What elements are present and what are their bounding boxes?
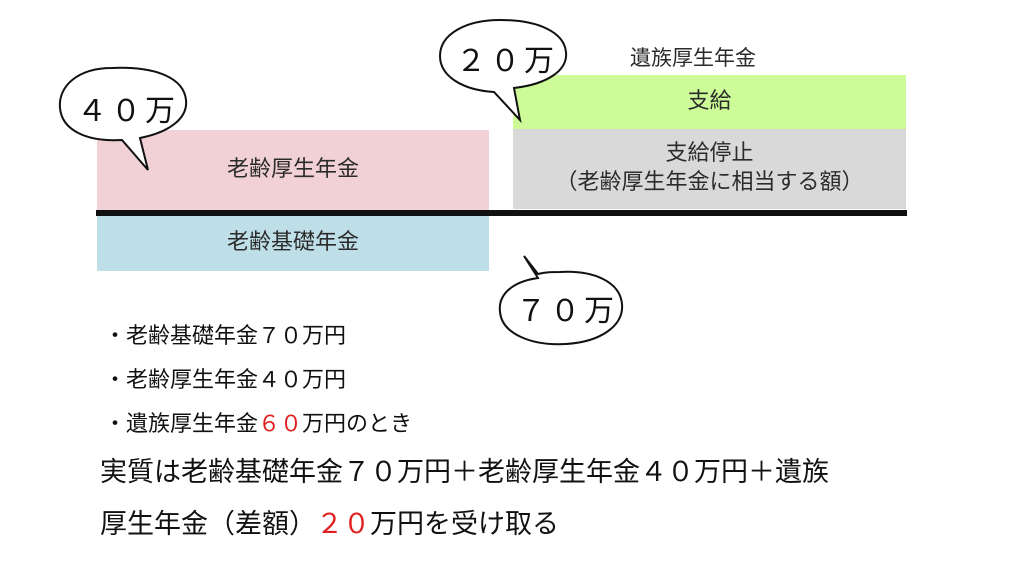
- old-age-employee-label: 老齢厚生年金: [226, 156, 359, 182]
- note-basic-pension: ・老齢基礎年金７０万円: [104, 324, 347, 349]
- note-survivor-suffix: 万円のとき: [302, 412, 413, 437]
- note-survivor-prefix: ・遺族厚生年金: [104, 412, 259, 437]
- survivor-paid-label: 支給: [687, 88, 732, 114]
- baseline-divider: [96, 210, 907, 216]
- bubble-70-text: ７０万: [516, 294, 618, 329]
- old-age-employee-block: 老齢厚生年金: [97, 130, 489, 210]
- summary-line2-prefix: 厚生年金（差額）: [100, 509, 316, 540]
- bubble-70-shape: [498, 255, 624, 346]
- old-age-basic-block: 老齢基礎年金: [97, 216, 489, 271]
- bubble-40-text: ４０万: [77, 94, 179, 129]
- note-survivor-amount: ６０: [258, 412, 303, 437]
- summary-difference-amount: ２０: [316, 509, 370, 540]
- survivor-stopped-line1: 支給停止: [665, 141, 754, 167]
- survivor-stopped-line2: （老齢厚生年金に相当する額）: [555, 170, 864, 195]
- old-age-basic-label: 老齢基礎年金: [226, 230, 359, 256]
- note-survivor-pension: ・遺族厚生年金６０万円のとき: [104, 406, 412, 438]
- note-employee-pension: ・老齢厚生年金４０万円: [104, 368, 347, 393]
- summary-line-2: 厚生年金（差額）２０万円を受け取る: [100, 502, 559, 541]
- survivor-stopped-block: 支給停止 （老齢厚生年金に相当する額）: [513, 129, 906, 209]
- bubble-40-shape: [58, 66, 188, 171]
- bubble-20-text: ２０万: [456, 44, 558, 79]
- summary-line-1: 実質は老齢基礎年金７０万円＋老齢厚生年金４０万円＋遺族: [100, 457, 829, 488]
- survivor-paid-block: 支給: [513, 75, 906, 129]
- survivor-pension-title: 遺族厚生年金: [630, 46, 756, 70]
- bubble-20-shape: [438, 18, 568, 124]
- summary-line2-suffix: 万円を受け取る: [370, 509, 559, 540]
